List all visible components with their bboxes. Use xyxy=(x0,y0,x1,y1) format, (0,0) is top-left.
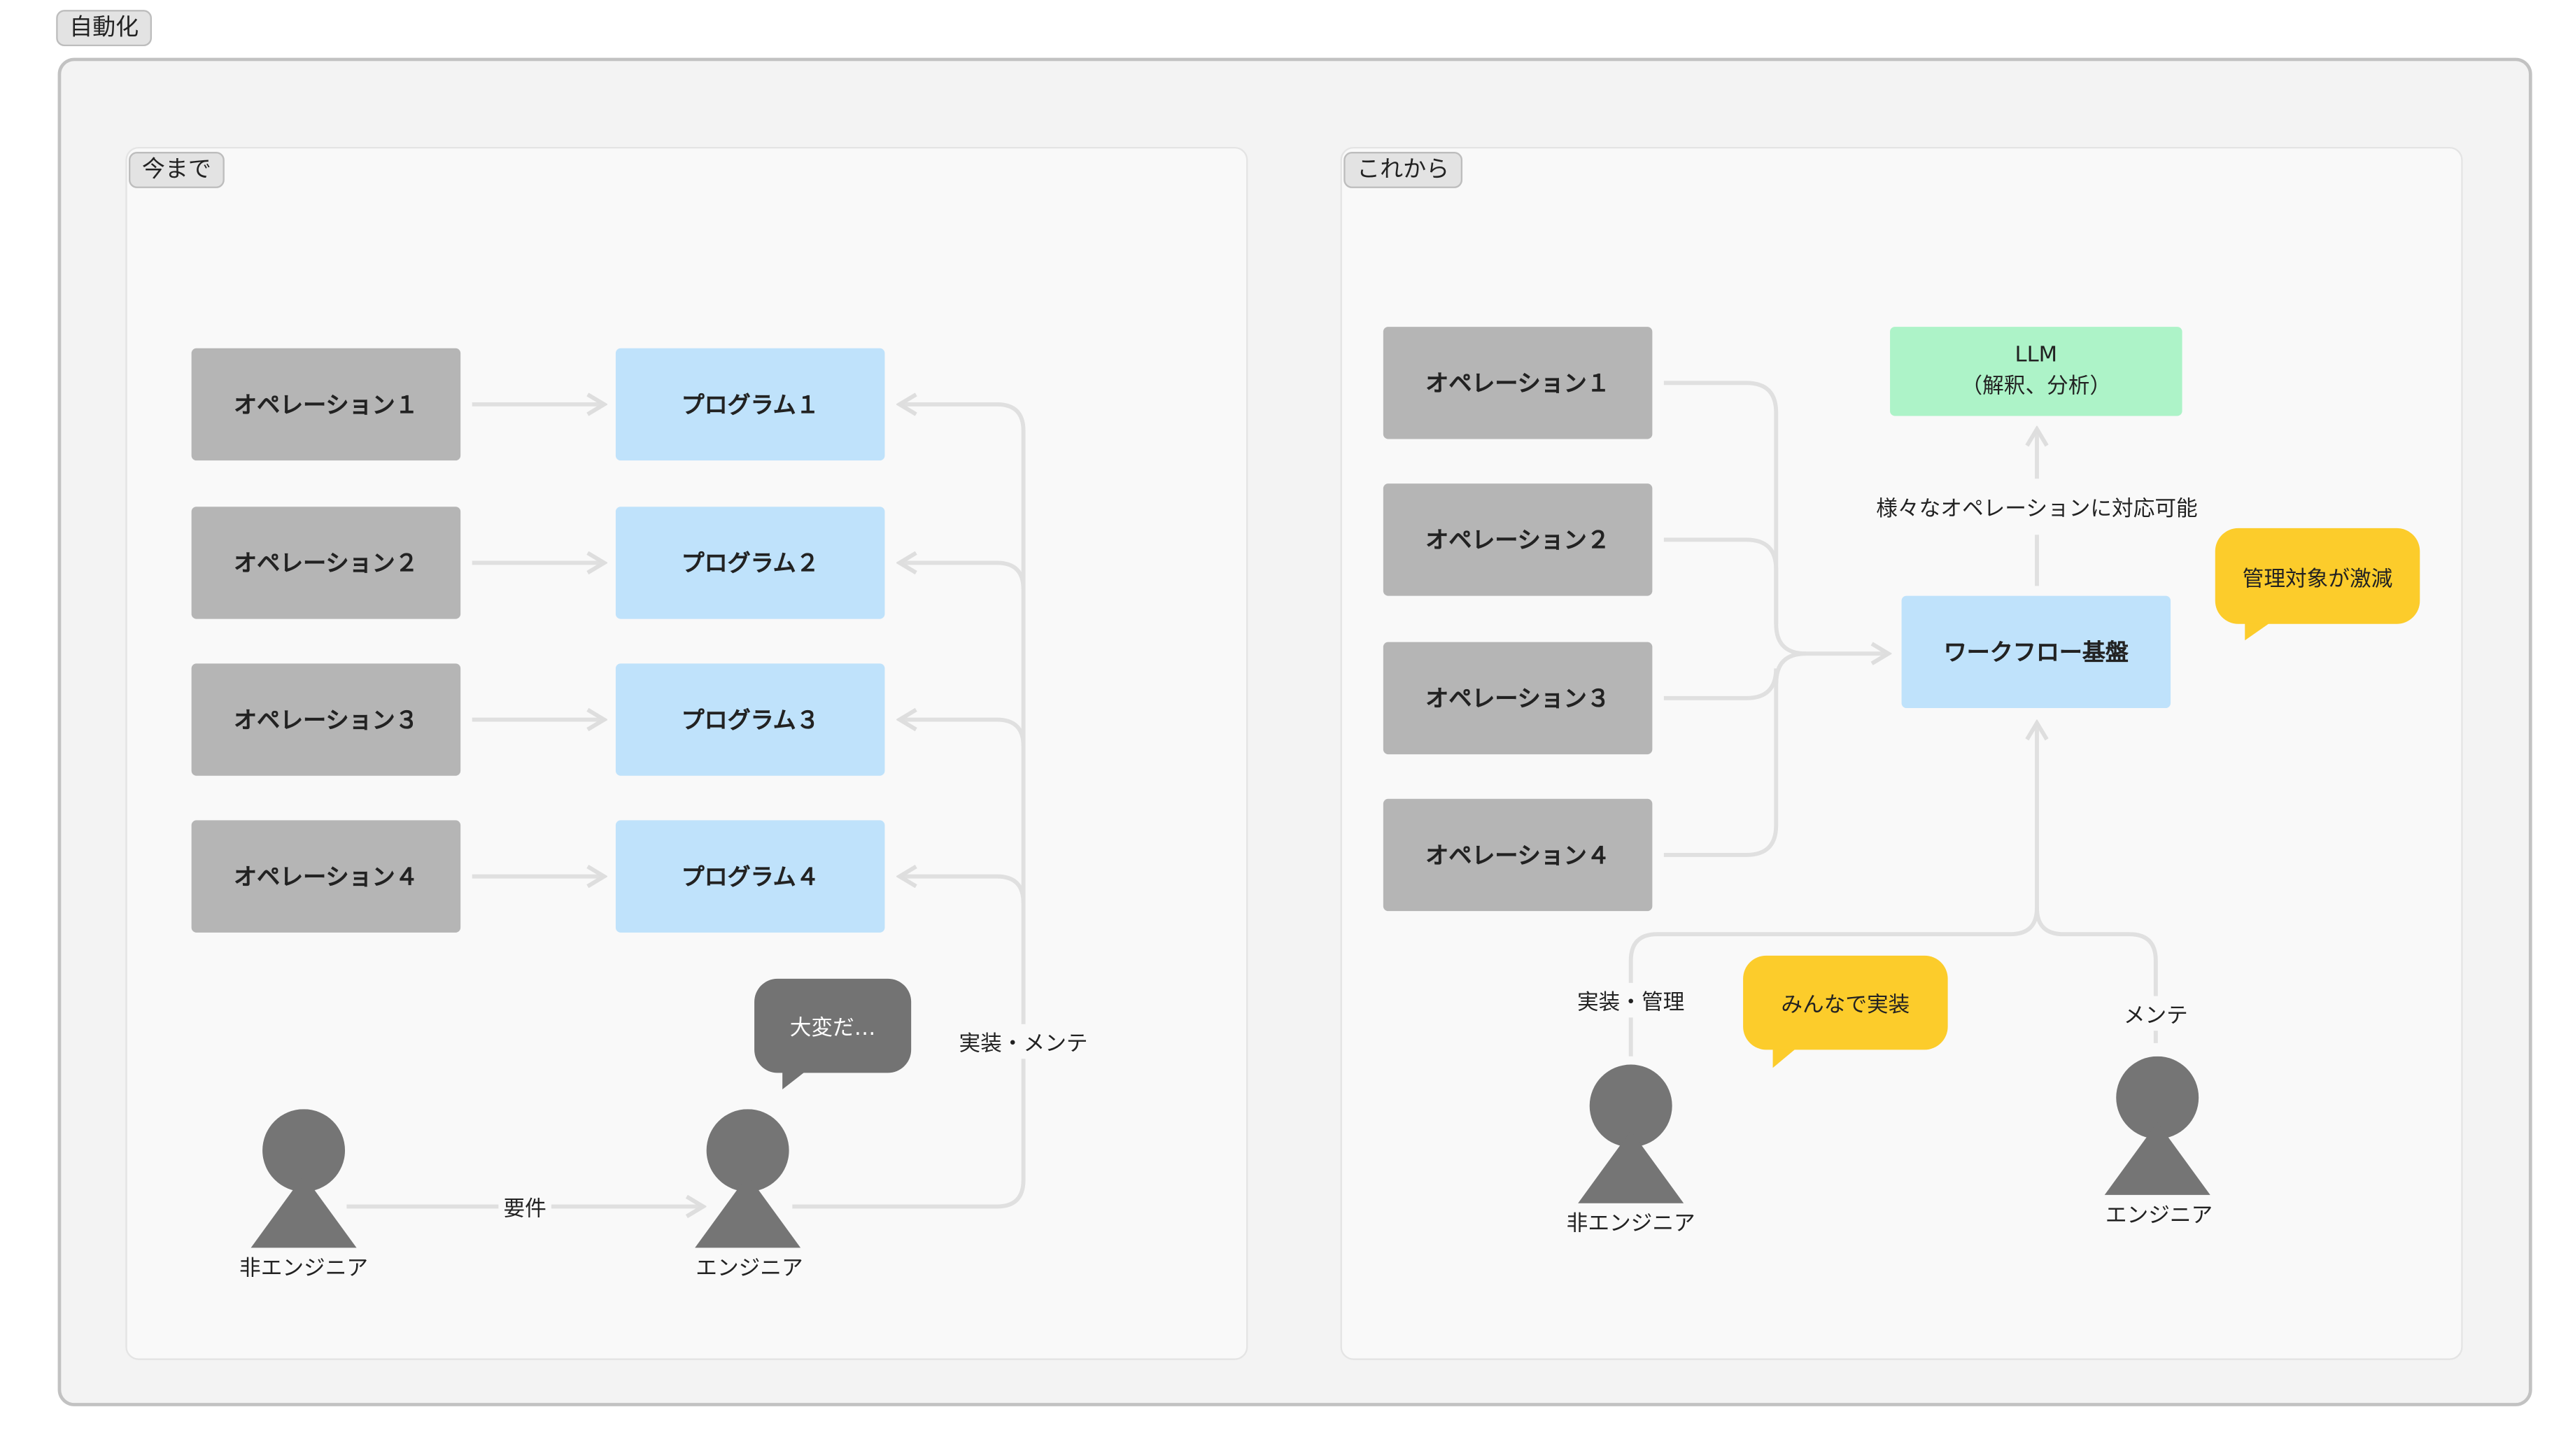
engineer-icon xyxy=(695,1109,801,1248)
people-platform-arrow xyxy=(1628,723,2037,1056)
program-1[interactable]: プログラム１ xyxy=(615,348,885,461)
program-3[interactable]: プログラム３ xyxy=(615,663,885,776)
before-operation-1[interactable]: オペレーション１ xyxy=(191,348,461,461)
program-2[interactable]: プログラム２ xyxy=(615,507,885,619)
impl-line-prog2 xyxy=(900,563,1026,590)
after-engineer-label: エンジニア xyxy=(2105,1203,2213,1229)
before-non-engineer-label: 非エンジニア xyxy=(239,1257,369,1282)
impl-line-prog3 xyxy=(900,720,1026,747)
requirement-label: 要件 xyxy=(498,1189,551,1224)
llm-box[interactable]: LLM （解釈、分析） xyxy=(1890,327,2182,416)
after-operation-3[interactable]: オペレーション３ xyxy=(1383,642,1653,755)
impl-line-prog4 xyxy=(900,877,1026,903)
merge-line-op2 xyxy=(1663,537,1779,624)
impl-maint-label: 実装・メンテ xyxy=(954,1024,1093,1059)
after-panel-title: これから xyxy=(1343,152,1463,188)
program-4[interactable]: プログラム４ xyxy=(615,820,885,933)
impl-line-prog1 xyxy=(792,404,1026,1209)
non-engineer-icon xyxy=(251,1109,357,1248)
llm-title: LLM xyxy=(2015,343,2058,369)
workflow-platform[interactable]: ワークフロー基盤 xyxy=(1901,595,2171,709)
before-panel-title: 今まで xyxy=(129,152,225,188)
merge-line-op4 xyxy=(1663,651,1806,857)
llm-subtitle: （解釈、分析） xyxy=(1961,374,2112,400)
before-operation-4[interactable]: オペレーション４ xyxy=(191,820,461,933)
struggle-bubble: 大変だ… xyxy=(754,978,912,1073)
engineer-icon xyxy=(2104,1056,2210,1195)
before-operation-2[interactable]: オペレーション２ xyxy=(191,507,461,619)
after-operation-4[interactable]: オペレーション４ xyxy=(1383,798,1653,912)
maint-label: メンテ xyxy=(2118,996,2193,1031)
impl-manage-label: 実装・管理 xyxy=(1572,982,1690,1018)
any-operation-label: 様々なオペレーションに対応可能 xyxy=(1871,489,2203,524)
frame-title: 自動化 xyxy=(56,10,153,47)
engineer-platform-line xyxy=(2035,907,2158,1043)
before-operation-3[interactable]: オペレーション３ xyxy=(191,663,461,776)
non-engineer-icon xyxy=(1578,1064,1684,1203)
everyone-implements-bubble: みんなで実装 xyxy=(1743,955,1948,1050)
managed-reduced-bubble: 管理対象が激減 xyxy=(2215,528,2420,624)
after-non-engineer-label: 非エンジニア xyxy=(1566,1212,1695,1238)
after-operation-2[interactable]: オペレーション２ xyxy=(1383,483,1653,596)
after-operation-1[interactable]: オペレーション１ xyxy=(1383,327,1653,439)
merge-line-op1 xyxy=(1663,381,1889,653)
before-engineer-label: エンジニア xyxy=(696,1257,803,1282)
